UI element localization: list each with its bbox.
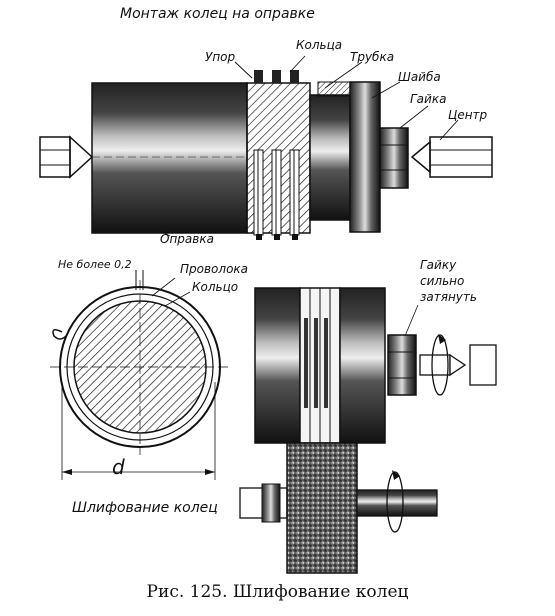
ring-section [50, 270, 230, 480]
label-tsentr: Центр [448, 108, 488, 122]
label-d: d [112, 455, 125, 479]
top-title: Монтаж колец на оправке [120, 6, 315, 22]
rings-bottom [253, 149, 300, 240]
washer [349, 81, 381, 233]
top-leaders [154, 55, 459, 237]
right-center [410, 136, 493, 178]
label-upor: Упор [205, 50, 236, 64]
label-koltsa: Кольца [296, 38, 343, 52]
mandrel-body [91, 82, 248, 234]
label-opravka: Оправка [160, 232, 214, 246]
bottom-title: Шлифование колец [72, 500, 218, 516]
figure-caption: Рис. 125. Шлифование колец [146, 582, 409, 602]
label-koltso: Кольцо [192, 280, 239, 294]
label-gaika: Гайка [410, 92, 447, 106]
top-assembly [39, 55, 493, 240]
label-gaiku-1: Гайку [420, 258, 457, 272]
label-shaiba: Шайба [398, 70, 441, 84]
tube [309, 94, 351, 221]
label-gaiku-2: сильно [420, 274, 465, 288]
label-gaiku-3: затянуть [420, 290, 477, 304]
label-ne-bolee: Не более 0,2 [58, 258, 132, 271]
grinding-assembly [239, 287, 497, 574]
label-provoloka: Проволока [180, 262, 249, 276]
left-center [39, 135, 94, 179]
nut [379, 127, 409, 189]
label-trubka: Трубка [350, 50, 395, 64]
rings-top [254, 70, 299, 83]
